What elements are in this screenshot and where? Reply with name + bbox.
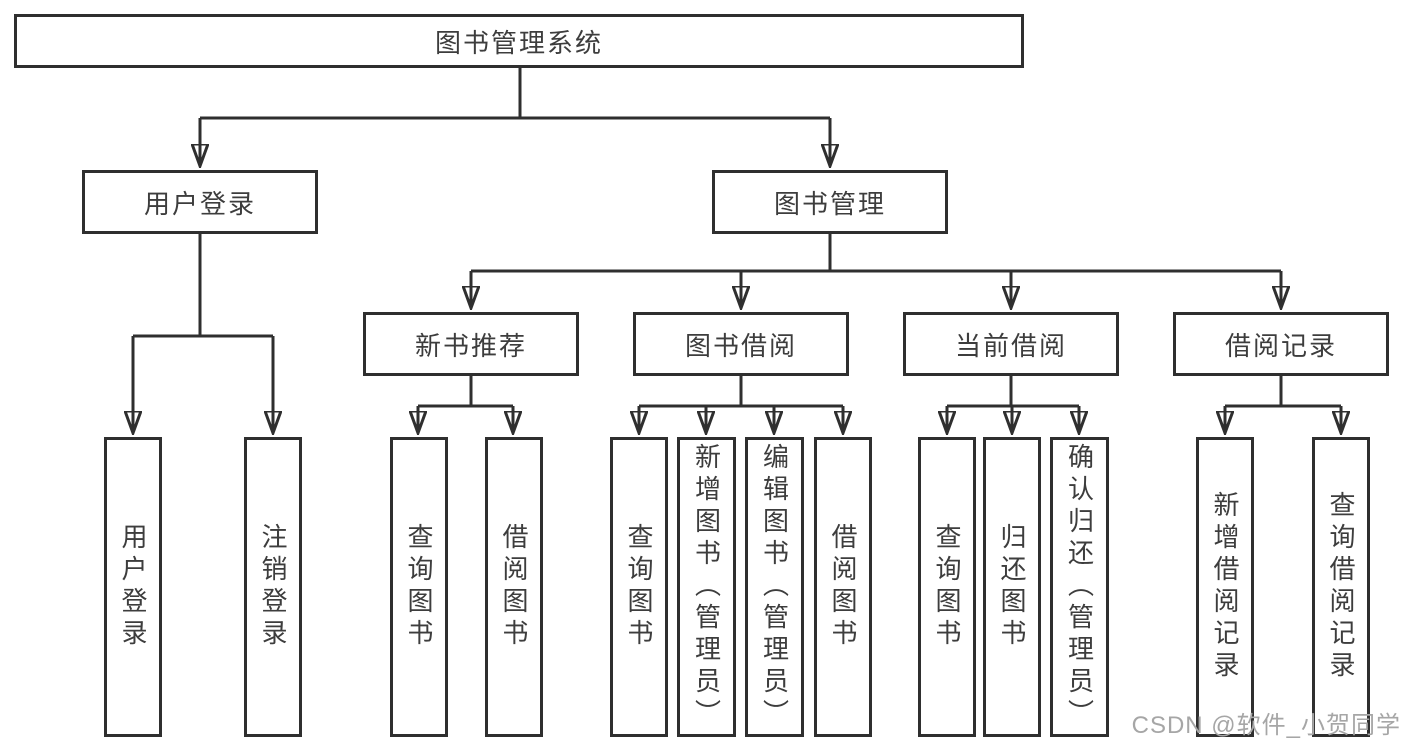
- leaf-logout: 注销登录: [244, 437, 302, 737]
- node-book-management: 图书管理: [712, 170, 948, 234]
- leaf-rec-borrow-books: 借阅图书: [485, 437, 543, 737]
- leaf-current-confirm-return-admin: 确认归还（管理员）: [1050, 437, 1109, 737]
- node-new-book-recommend: 新书推荐: [363, 312, 579, 376]
- node-current-borrowing: 当前借阅: [903, 312, 1119, 376]
- leaf-current-query-books: 查询图书: [918, 437, 976, 737]
- leaf-current-return-books: 归还图书: [983, 437, 1041, 737]
- node-book-borrowing: 图书借阅: [633, 312, 849, 376]
- leaf-borrow-edit-books-admin: 编辑图书（管理员）: [745, 437, 804, 737]
- connector-elbows: [133, 68, 1341, 408]
- leaf-borrow-query-books: 查询图书: [610, 437, 668, 737]
- watermark-text: CSDN @软件_小贺同学: [1131, 712, 1401, 739]
- node-borrowing-records: 借阅记录: [1173, 312, 1389, 376]
- leaf-borrow-borrow-books: 借阅图书: [814, 437, 872, 737]
- leaf-records-query-record: 查询借阅记录: [1312, 437, 1370, 737]
- leaf-records-add-record: 新增借阅记录: [1196, 437, 1254, 737]
- leaf-user-login: 用户登录: [104, 437, 162, 737]
- node-user-login: 用户登录: [82, 170, 318, 234]
- leaf-rec-query-books: 查询图书: [390, 437, 448, 737]
- leaf-borrow-add-books-admin: 新增图书（管理员）: [677, 437, 736, 737]
- node-library-system: 图书管理系统: [14, 14, 1024, 68]
